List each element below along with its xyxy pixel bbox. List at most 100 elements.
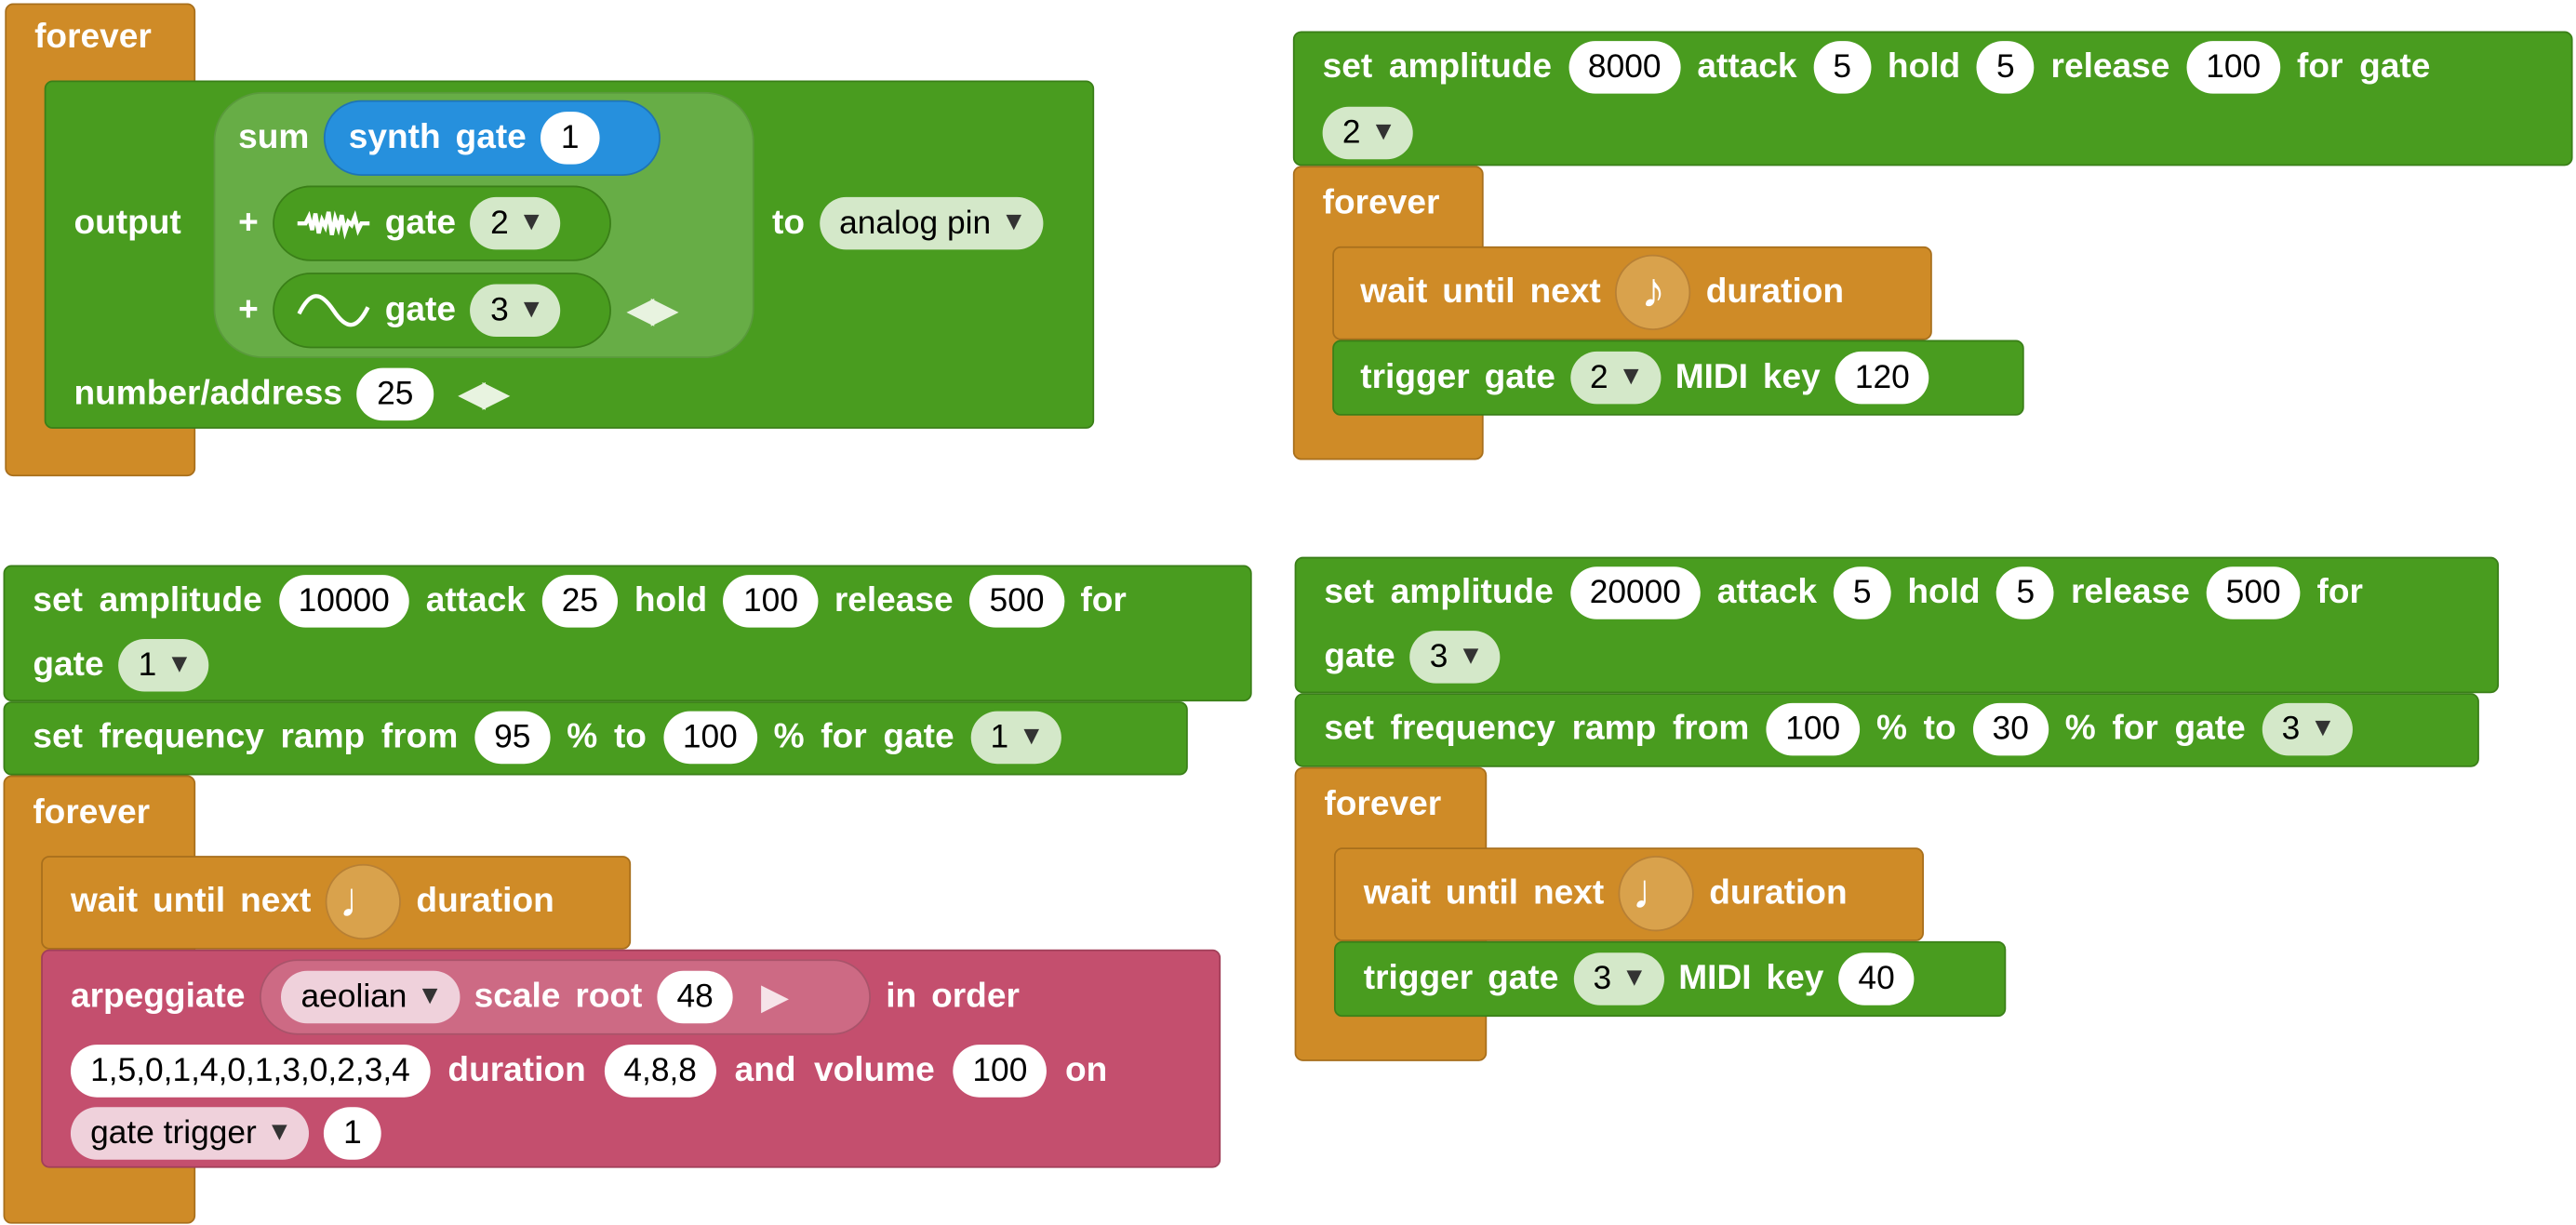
sum-label: sum [238, 118, 310, 156]
eighth-note-icon[interactable]: ♪ [1615, 254, 1691, 330]
gate-dropdown[interactable]: 1▼ [970, 711, 1061, 765]
block-label: hold [634, 581, 708, 619]
dropdown-arrow-icon: ▼ [1618, 363, 1645, 392]
dropdown-value: 2 [1589, 358, 1608, 395]
dropdown-arrow-icon: ▼ [1000, 208, 1027, 237]
amplitude-field[interactable]: 8000 [1568, 41, 1681, 94]
dropdown-value: 2 [490, 204, 509, 241]
forever-header: forever [34, 5, 152, 71]
gate-dropdown[interactable]: 2▼ [470, 196, 561, 250]
dropdown-value: 3 [490, 291, 509, 328]
synth-gate-block[interactable]: synth gate 1 [324, 100, 661, 176]
gate-dropdown[interactable]: 2▼ [1322, 106, 1413, 160]
gate-dropdown[interactable]: 3▼ [2262, 702, 2353, 756]
ramp-from-field[interactable]: 100 [1766, 702, 1861, 756]
output-label: output [73, 203, 181, 242]
block-label: set [1324, 709, 1375, 748]
block-label: duration [1705, 273, 1845, 311]
target-number-field[interactable]: 1 [323, 1107, 381, 1160]
dropdown-arrow-icon: ▼ [1621, 964, 1648, 992]
gate-dropdown[interactable]: 2▼ [1569, 351, 1661, 405]
block-label: set [33, 581, 83, 619]
release-field[interactable]: 500 [2206, 566, 2301, 619]
gate-dropdown[interactable]: 3▼ [1573, 952, 1664, 1005]
mutator-arrows-icon[interactable]: ◀▶ [458, 372, 510, 416]
noise-gate-block[interactable]: gate 2▼ [273, 185, 612, 261]
target-dropdown[interactable]: gate trigger▼ [70, 1107, 310, 1160]
expand-arrow-icon[interactable]: ▶ [761, 976, 789, 1018]
block-label: amplitude [1388, 47, 1553, 86]
block-label: key [1766, 959, 1824, 997]
address-field[interactable]: 25 [356, 367, 434, 421]
hold-field[interactable]: 100 [723, 575, 819, 628]
release-field[interactable]: 500 [969, 575, 1064, 628]
block-label: from [380, 717, 459, 756]
dropdown-arrow-icon: ▼ [518, 208, 545, 237]
block-label: volume [813, 1051, 935, 1089]
block-label: set [33, 717, 83, 756]
amplitude-field[interactable]: 20000 [1569, 566, 1702, 619]
block-label: on [1064, 1051, 1108, 1089]
midi-key-field[interactable]: 120 [1835, 351, 1930, 405]
synth-label: synth [348, 118, 441, 156]
mutator-arrows-icon[interactable]: ◀▶ [626, 288, 679, 332]
release-field[interactable]: 100 [2186, 41, 2281, 94]
block-label: duration [1709, 873, 1848, 912]
ramp-to-field[interactable]: 30 [1972, 702, 2049, 756]
durations-field[interactable]: 4,8,8 [604, 1045, 717, 1098]
block-label: order [931, 977, 1020, 1016]
midi-key-field[interactable]: 40 [1838, 952, 1915, 1005]
amplitude-field[interactable]: 10000 [278, 575, 410, 628]
block-label: for [821, 717, 867, 756]
block-label: % [773, 717, 805, 756]
block-label: ramp [280, 717, 366, 756]
dropdown-arrow-icon: ▼ [1018, 723, 1045, 752]
block-label: frequency [99, 717, 264, 756]
ramp-from-field[interactable]: 95 [474, 711, 551, 765]
dropdown-value: 1 [990, 718, 1009, 755]
sine-gate-block[interactable]: gate 3▼ [273, 273, 612, 349]
root-field[interactable]: 48 [657, 970, 733, 1024]
gate-label: gate [384, 290, 456, 329]
dropdown-value: aeolian [300, 978, 407, 1015]
plus-label: + [238, 203, 259, 242]
ramp-to-field[interactable]: 100 [662, 711, 757, 765]
quarter-note-icon[interactable]: ♩ [1619, 856, 1695, 932]
gate-number-field[interactable]: 1 [541, 112, 599, 165]
block-label: gate [2359, 47, 2431, 86]
block-label: attack [425, 581, 526, 619]
pattern-field[interactable]: 1,5,0,1,4,0,1,3,0,2,3,4 [70, 1045, 431, 1098]
block-label: attack [1716, 573, 1817, 611]
dropdown-value: 1 [138, 646, 157, 683]
sine-wave-icon [298, 294, 370, 327]
attack-field[interactable]: 25 [541, 575, 619, 628]
set-amplitude-block[interactable] [1292, 31, 2573, 166]
forever-label: forever [1324, 785, 1442, 823]
gate-dropdown[interactable]: 3▼ [1409, 631, 1501, 684]
hold-field[interactable]: 5 [1976, 41, 2035, 94]
block-label: % [2064, 709, 2096, 748]
volume-field[interactable]: 100 [953, 1045, 1048, 1098]
gate-dropdown[interactable]: 3▼ [470, 284, 561, 338]
block-label: gate [33, 646, 104, 684]
attack-field[interactable]: 5 [1813, 41, 1872, 94]
block-label: duration [447, 1051, 586, 1089]
block-label: release [2070, 573, 2190, 611]
dropdown-value: 3 [2281, 710, 2301, 747]
block-label: amplitude [1390, 573, 1554, 611]
pin-type-dropdown[interactable]: analog pin▼ [819, 196, 1044, 250]
block-label: trigger [1363, 959, 1474, 997]
dropdown-value: ◀ [458, 372, 486, 415]
block-label: gate [1324, 637, 1395, 675]
gate-dropdown[interactable]: 1▼ [118, 638, 209, 692]
quarter-note-icon[interactable]: ♩ [326, 863, 402, 940]
scale-mode-dropdown[interactable]: aeolian▼ [281, 970, 460, 1024]
dropdown-value: ▶ [650, 288, 679, 330]
block-label: key [1762, 357, 1821, 396]
block-label: release [834, 581, 954, 619]
dropdown-arrow-icon: ▼ [166, 650, 193, 679]
hold-field[interactable]: 5 [1996, 566, 2055, 619]
attack-field[interactable]: 5 [1833, 566, 1891, 619]
